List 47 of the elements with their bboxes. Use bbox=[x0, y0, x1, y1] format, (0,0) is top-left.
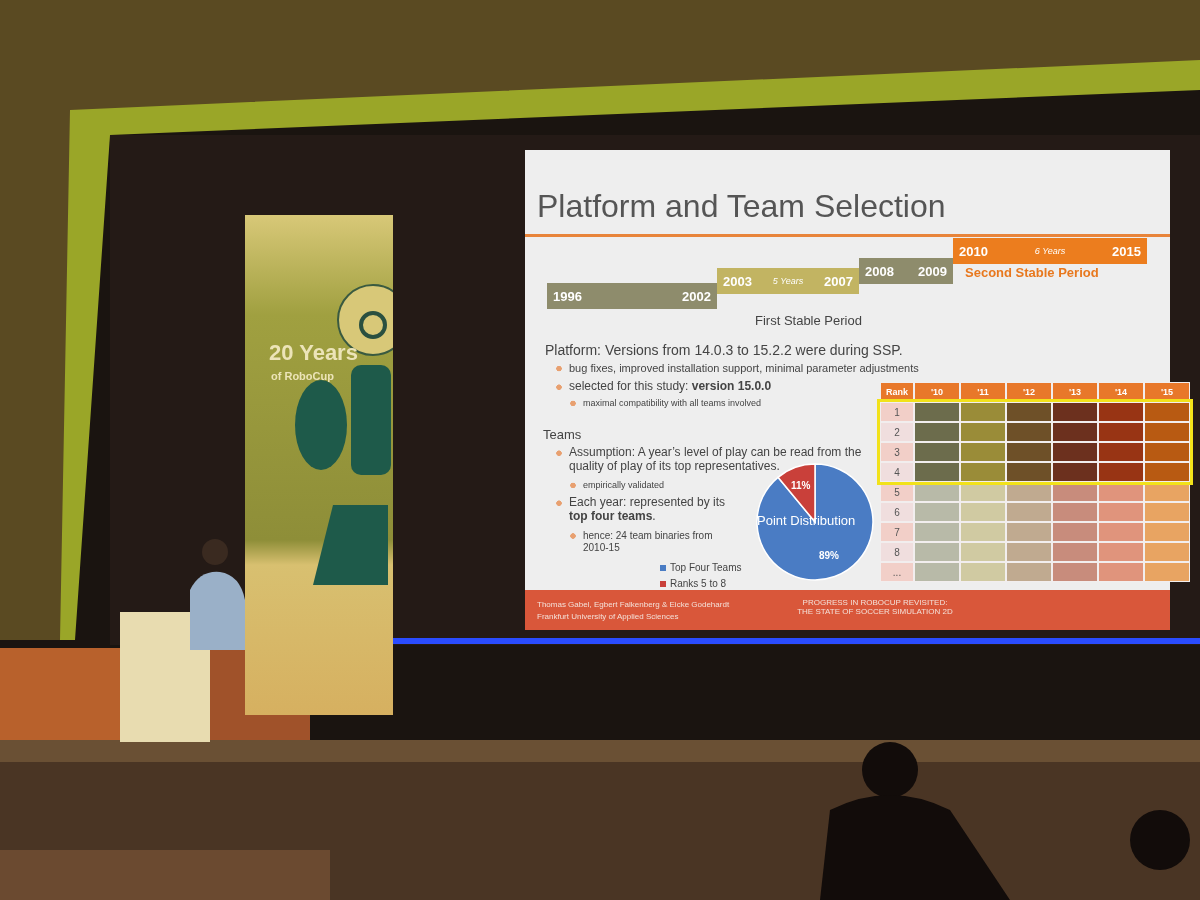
affiliation-text: Frankfurt University of Applied Sciences bbox=[537, 612, 679, 622]
legend-label: Ranks 5 to 8 bbox=[670, 578, 727, 590]
timeline-band bbox=[859, 258, 953, 284]
timeline-band bbox=[547, 283, 717, 309]
presentation-title: PROGRESS IN ROBOCUP REVISITED: THE STATE OF SOCCER SIMULATION 2D bbox=[796, 598, 954, 617]
table-header: Rank bbox=[880, 382, 914, 402]
banner-text: 20 Years bbox=[269, 340, 358, 366]
column-header: '15 bbox=[1144, 382, 1190, 402]
period-label: Second Stable Period bbox=[965, 266, 1099, 281]
column-header: '14 bbox=[1098, 382, 1144, 402]
data-label: 11% bbox=[791, 480, 811, 492]
duration-label: 5 Years bbox=[772, 276, 804, 286]
duration-label: 6 Years bbox=[1034, 246, 1066, 256]
banner-text: of RoboCup bbox=[271, 370, 334, 383]
year-label: 2008 bbox=[865, 263, 894, 279]
sub-bullet-text: empirically validated bbox=[569, 480, 665, 491]
year-label: 2007 bbox=[824, 273, 853, 289]
body-text: Platform: Versions from 14.0.3 to 15.2.2 were during SSP. bbox=[545, 342, 903, 359]
period-label: First Stable Period bbox=[755, 314, 862, 329]
sub-bullet-text: maximal compatibility with all teams involved bbox=[569, 398, 762, 409]
year-label: 2010 bbox=[959, 243, 988, 259]
column-header: '13 bbox=[1052, 382, 1098, 402]
rank-label: ... bbox=[880, 562, 914, 582]
slide-title: Platform and Team Selection bbox=[537, 188, 946, 225]
bullet-text: bug fixes, improved installation support, minimal parameter adjustments bbox=[555, 362, 919, 375]
rank-label: 6 bbox=[880, 502, 914, 522]
rank-label: 7 bbox=[880, 522, 914, 542]
timeline-band bbox=[717, 268, 859, 294]
column-header: '10 bbox=[914, 382, 960, 402]
legend-label: Top Four Teams bbox=[670, 562, 742, 574]
rank-label: 4 bbox=[880, 462, 914, 482]
rank-label: 1 bbox=[880, 402, 914, 422]
rank-label: 3 bbox=[880, 442, 914, 462]
year-label: 2003 bbox=[723, 273, 752, 289]
year-label: 2009 bbox=[918, 263, 947, 279]
author-text: Thomas Gabel, Egbert Falkenberg & Eicke Godehardt bbox=[537, 600, 730, 610]
data-label: 89% bbox=[819, 550, 839, 562]
year-label: 2015 bbox=[1112, 243, 1141, 259]
column-header: '12 bbox=[1006, 382, 1052, 402]
year-label: 2002 bbox=[682, 288, 711, 304]
section-heading: Teams bbox=[543, 428, 582, 443]
rank-label: 2 bbox=[880, 422, 914, 442]
year-label: 1996 bbox=[553, 288, 582, 304]
timeline-band bbox=[953, 238, 1147, 264]
rank-label: 8 bbox=[880, 542, 914, 562]
bullet-text: selected for this study: version 15.0.0 bbox=[555, 380, 772, 394]
column-header: '11 bbox=[960, 382, 1006, 402]
